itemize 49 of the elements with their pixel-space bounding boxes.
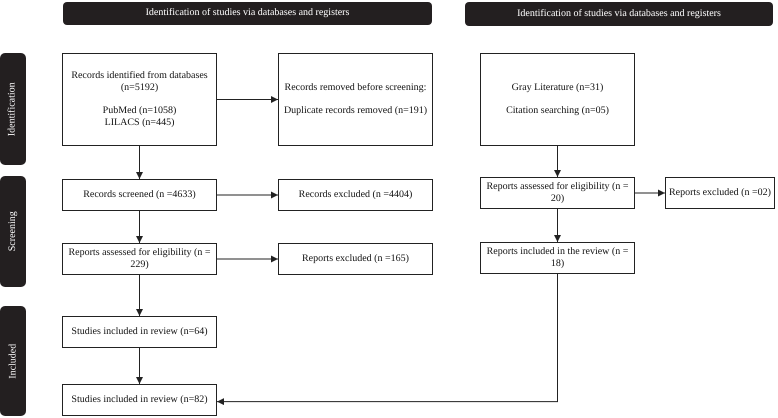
- process-box: [278, 243, 433, 275]
- process-box: [480, 53, 635, 146]
- arrow: [216, 192, 278, 198]
- arrow: [136, 348, 143, 384]
- arrow: [634, 190, 666, 196]
- header-label: Identification of studies via databases and registers: [517, 8, 721, 20]
- process-box: [62, 179, 217, 211]
- box-text: LILACS (n=445): [104, 117, 174, 130]
- arrow: [554, 208, 561, 242]
- arrow: [216, 274, 558, 406]
- process-box: [62, 316, 217, 348]
- arrow: [216, 96, 278, 103]
- arrow: [136, 274, 143, 316]
- box-text: Reports assessed for eligibility (n = 229): [67, 246, 212, 272]
- box-text: Reports included in the review (n = 18): [486, 246, 630, 270]
- box-text: Studies included in review (n=82): [71, 394, 208, 406]
- box-text: Records identified from databases (n=5192): [70, 70, 209, 94]
- box-text: Duplicate records removed (n=191): [284, 104, 428, 117]
- process-box: [62, 53, 217, 146]
- section-header: [63, 2, 432, 25]
- stage-label: Screening: [6, 212, 19, 252]
- arrow: [554, 146, 561, 178]
- box-text: Records excluded (n =4404): [298, 188, 412, 202]
- process-box: [278, 179, 433, 211]
- box-text: Reports excluded (n =165): [302, 252, 409, 266]
- box-text: PubMed (n=1058): [102, 104, 176, 117]
- process-box: [665, 177, 775, 209]
- box-text: Records removed before screening:: [284, 82, 426, 94]
- process-box: [278, 53, 433, 146]
- process-box: [480, 177, 635, 209]
- process-box: [62, 243, 217, 275]
- box-text: Reports assessed for eligibility (n = 20): [485, 180, 630, 206]
- box-text: Records screened (n =4633): [83, 188, 196, 202]
- stage-band: [0, 53, 26, 165]
- process-box: [62, 384, 217, 416]
- stage-band: [0, 306, 26, 416]
- arrow: [136, 210, 143, 244]
- arrow: [136, 146, 143, 180]
- header-label: Identification of studies via databases and registers: [146, 7, 350, 20]
- section-header: [465, 2, 773, 26]
- stage-band: [0, 176, 26, 287]
- box-text: Citation searching (n=05): [506, 104, 609, 117]
- stage-label: Included: [6, 344, 19, 378]
- box-text: Reports excluded (n =02): [668, 186, 771, 200]
- box-text: Studies included in review (n=64): [71, 326, 208, 338]
- box-text: Gray Literature (n=31): [512, 82, 604, 94]
- arrow: [216, 256, 278, 262]
- stage-label: Identification: [6, 82, 19, 136]
- process-box: [480, 242, 635, 274]
